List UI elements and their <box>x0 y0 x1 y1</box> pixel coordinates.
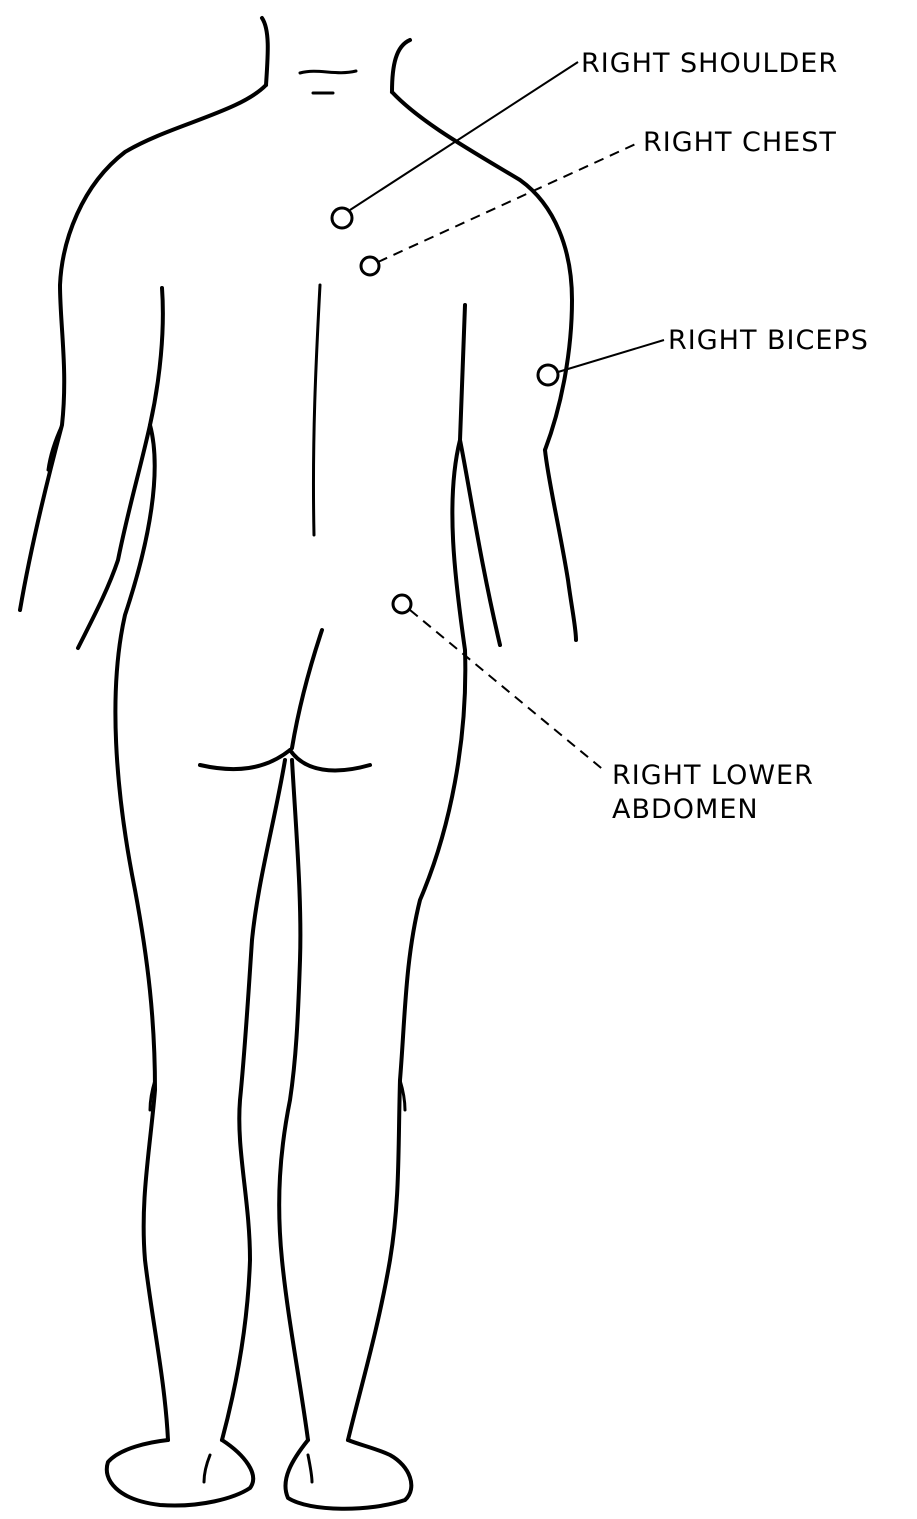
right-lower-abdomen-leader <box>410 610 606 772</box>
right-biceps-leader <box>558 340 664 372</box>
label-right-shoulder: RIGHT SHOULDER <box>581 48 838 80</box>
label-right-biceps: RIGHT BICEPS <box>668 325 869 357</box>
right-chest-leader <box>378 142 640 262</box>
right-shoulder-leader <box>350 62 578 210</box>
right-chest-site-marker <box>361 257 379 275</box>
label-right-chest: RIGHT CHEST <box>643 127 837 159</box>
label-right-lower-abdomen-line2: ABDOMEN <box>612 794 759 826</box>
label-right-lower-abdomen-line1: RIGHT LOWER <box>612 760 814 792</box>
right-lower-abdomen-site-marker <box>393 595 411 613</box>
right-biceps-site-marker <box>538 365 558 385</box>
right-shoulder-site-marker <box>332 208 352 228</box>
